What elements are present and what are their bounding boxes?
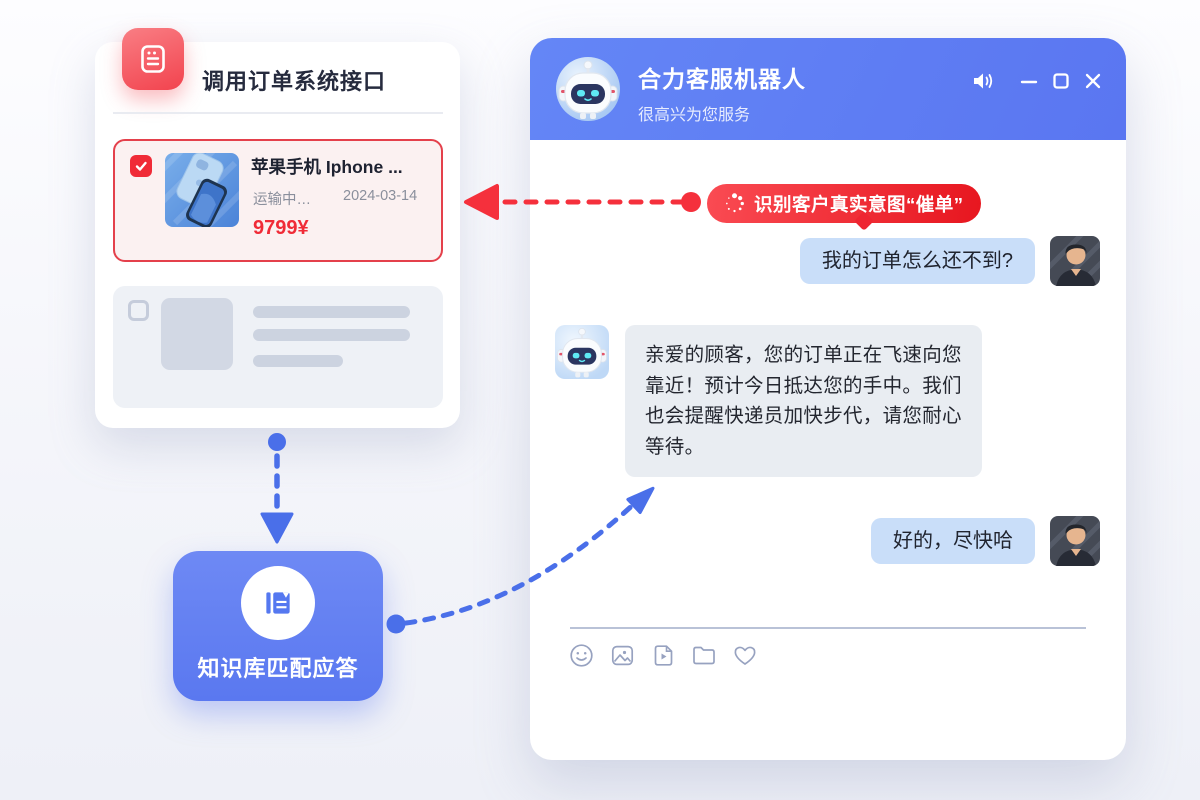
heart-icon[interactable] [732, 642, 758, 668]
product-image [165, 153, 239, 227]
checkbox-unchecked[interactable] [128, 300, 149, 321]
chat-toolbar [568, 642, 758, 668]
maximize-icon[interactable] [1052, 72, 1070, 90]
video-icon[interactable] [650, 642, 676, 668]
minimize-icon[interactable] [1020, 72, 1038, 90]
spinner-icon [725, 193, 744, 213]
order-system-card: 调用订单系统接口 苹果手机 Iphone ... 运输中… 2024-03-14… [95, 28, 460, 428]
bot-message: 亲爱的顾客，您的订单正在飞速向您靠近！预计今日抵达您的手中。我们也会提醒快递员加… [625, 325, 982, 477]
chat-subtitle: 很高兴为您服务 [638, 107, 751, 124]
speaker-icon[interactable] [972, 70, 996, 92]
knowledge-base-node: 知识库匹配应答 [173, 551, 383, 701]
knowledge-icon-circle [241, 566, 315, 640]
text-placeholder [253, 306, 410, 318]
order-item-status: 运输中… [253, 192, 311, 208]
knowledge-box-label: 知识库匹配应答 [197, 656, 359, 681]
folder-icon[interactable] [691, 642, 717, 668]
text-placeholder [253, 355, 343, 367]
order-item-title: 苹果手机 Iphone ... [251, 157, 403, 177]
order-list-icon [122, 28, 184, 90]
chat-header: 合力客服机器人 很高兴为您服务 [530, 38, 1126, 140]
user-avatar [1050, 516, 1100, 566]
divider [113, 112, 443, 114]
user-message: 好的，尽快哈 [871, 518, 1035, 564]
close-icon[interactable] [1084, 72, 1102, 90]
blue-down-arrow [260, 433, 294, 544]
checkbox-checked[interactable] [130, 155, 152, 177]
bot-message-avatar [555, 325, 609, 379]
intent-badge: 识别客户真实意图“催单” [707, 184, 981, 231]
order-item-selected[interactable]: 苹果手机 Iphone ... 运输中… 2024-03-14 9799¥ [113, 139, 443, 262]
chat-window: 合力客服机器人 很高兴为您服务 [530, 38, 1126, 760]
input-divider [570, 627, 1086, 629]
user-message: 我的订单怎么还不到? [799, 238, 1035, 284]
intent-badge-text: 识别客户真实意图“催单” [754, 193, 964, 215]
flow-card-title: 调用订单系统接口 [202, 69, 387, 94]
image-icon[interactable] [609, 642, 635, 668]
user-avatar [1050, 236, 1100, 286]
text-placeholder [253, 329, 410, 341]
image-placeholder [161, 298, 233, 370]
order-item-date: 2024-03-14 [343, 188, 418, 204]
knowledge-book-icon [266, 592, 290, 614]
order-item-price: 9799¥ [253, 217, 309, 239]
bot-avatar [556, 57, 620, 121]
order-item-placeholder[interactable] [113, 286, 443, 408]
emoji-icon[interactable] [568, 642, 594, 668]
chat-title: 合力客服机器人 [638, 66, 806, 92]
